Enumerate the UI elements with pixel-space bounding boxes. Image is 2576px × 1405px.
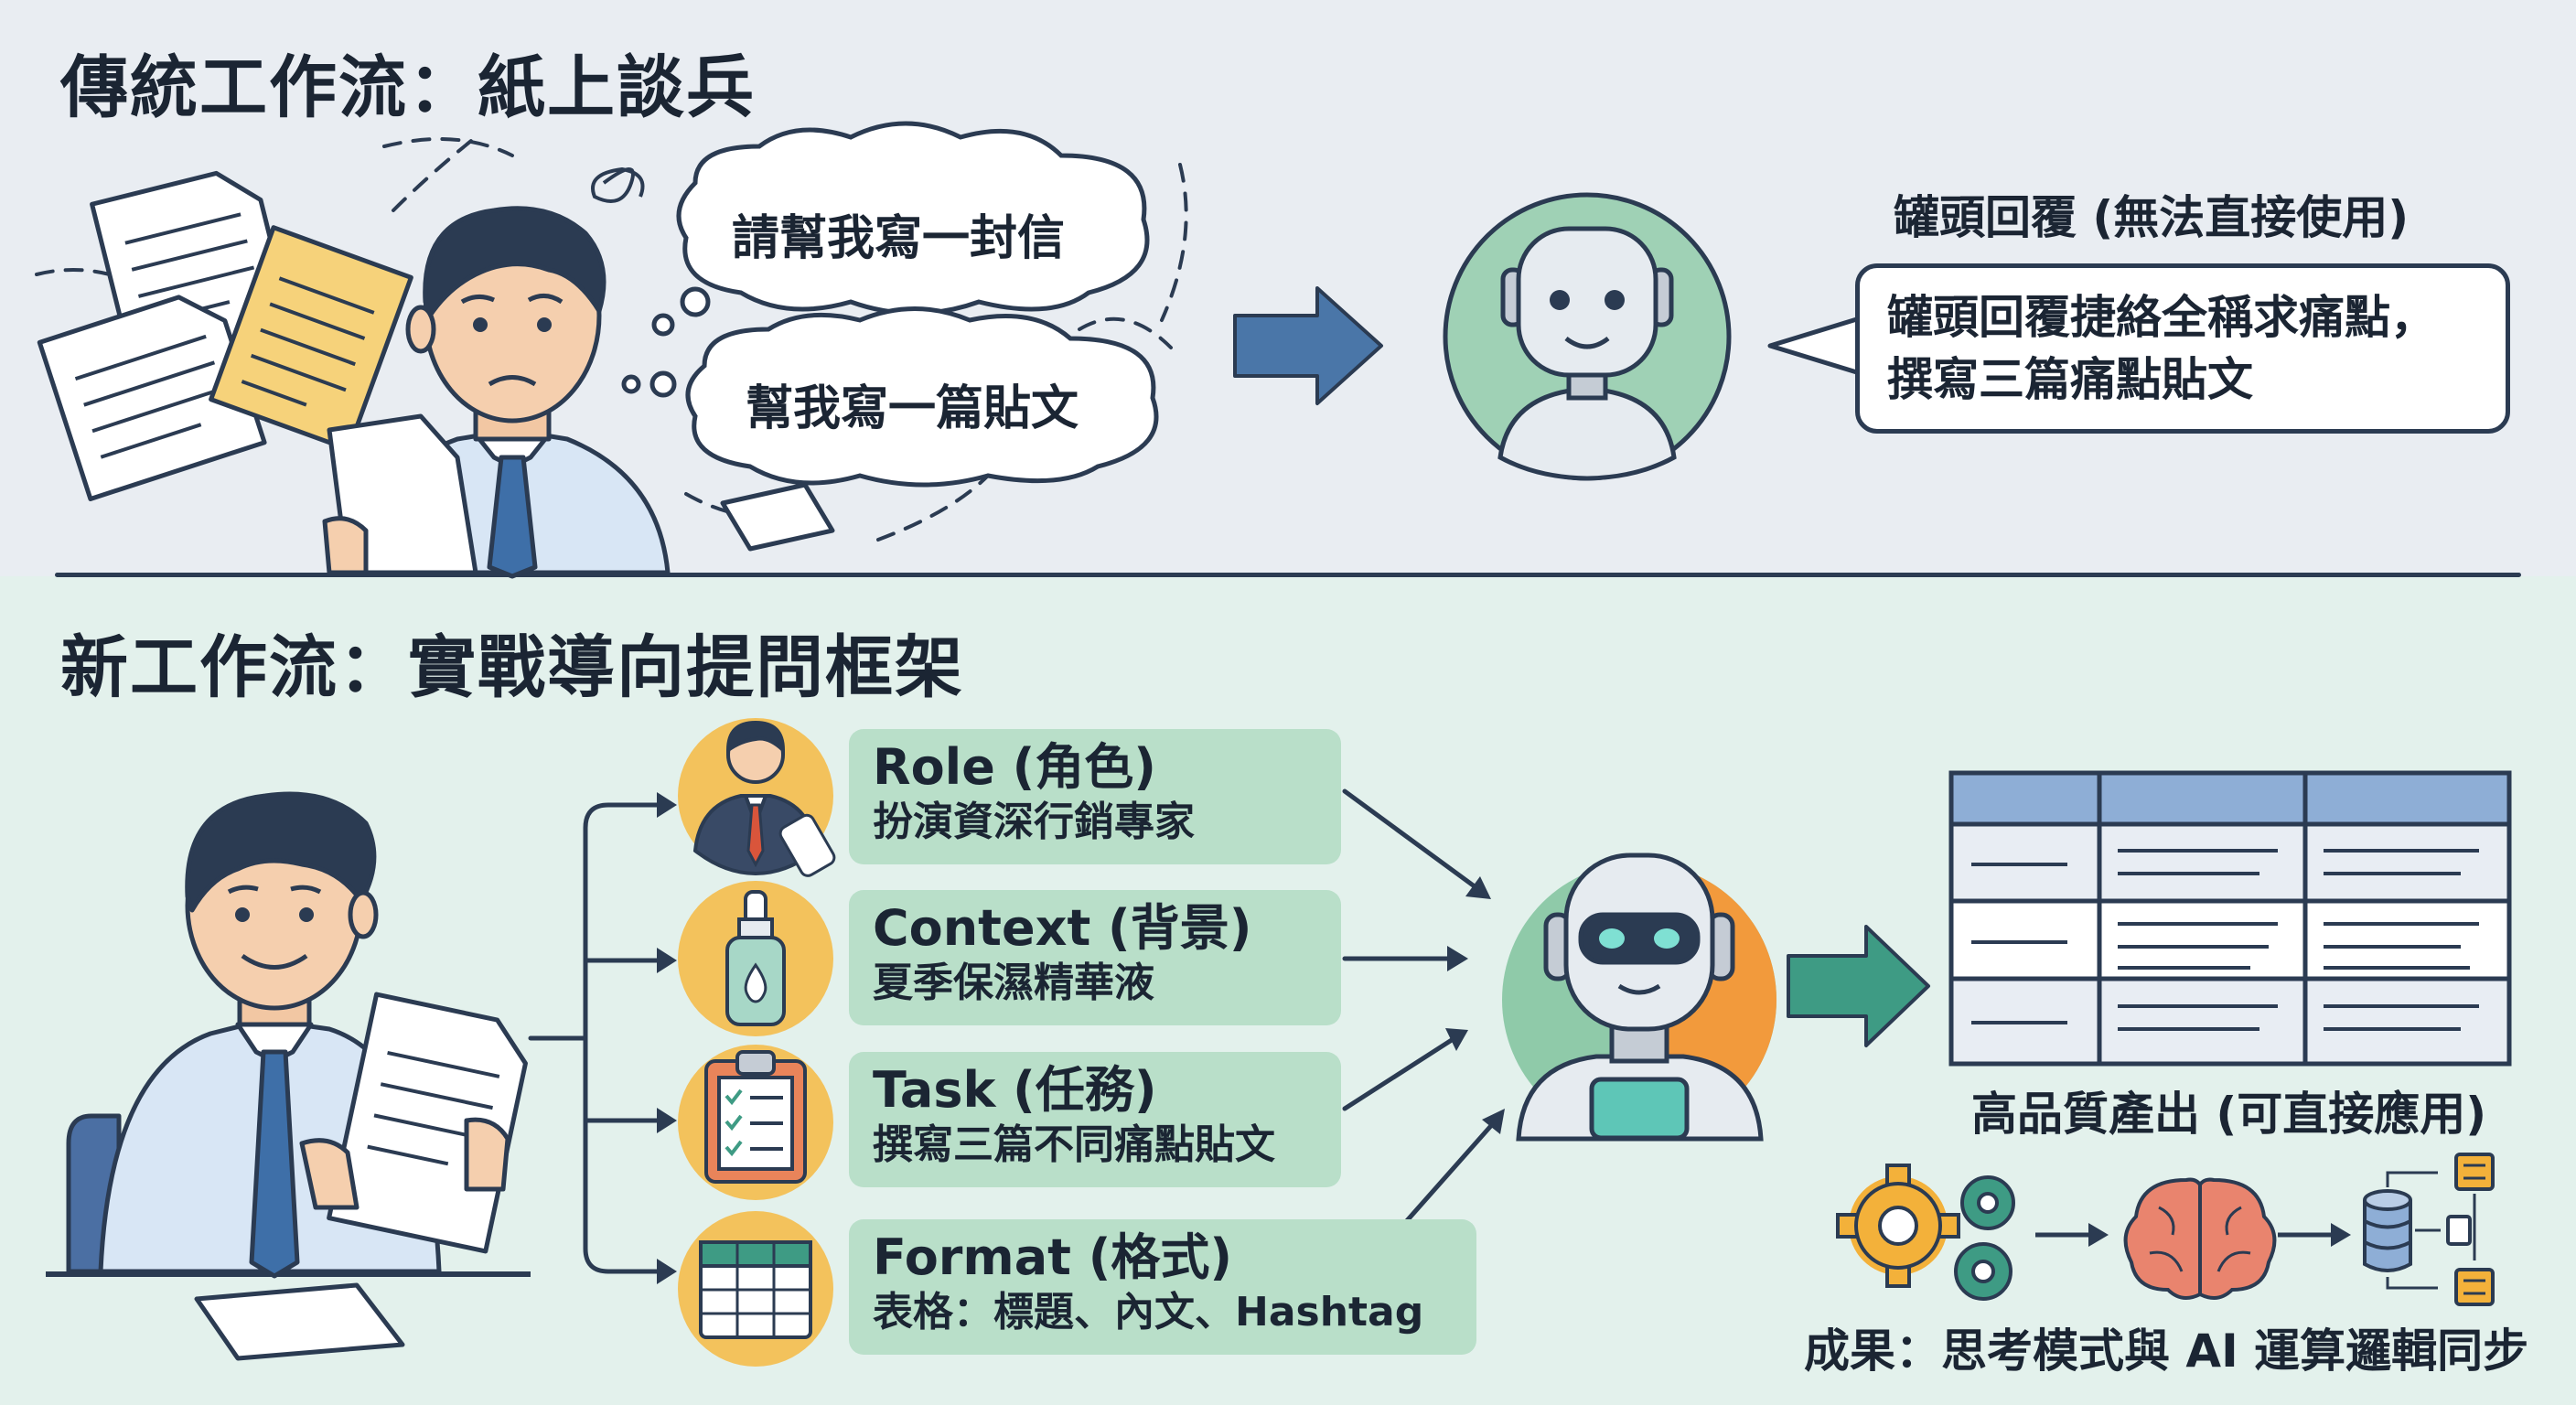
arrow-right-icon — [1787, 925, 1930, 1047]
gear-icon — [1960, 1175, 2015, 1230]
framework-card-desc: 表格：標題、內文、Hashtag — [873, 1289, 1424, 1335]
thought-cloud-text-2: 幫我寫一篇貼文 — [746, 381, 1079, 436]
section-title-framework: 新工作流：實戰導向提問框架 — [60, 628, 964, 707]
stress-scribble-icon — [591, 166, 645, 203]
framework-card-desc: 夏季保濕精華液 — [873, 960, 1154, 1006]
framework-card-title: Format (格式) — [873, 1228, 1233, 1286]
converging-arrowheads — [1445, 876, 1505, 1134]
framework-card-desc: 撰寫三篇不同痛點貼文 — [873, 1121, 1275, 1168]
table-icon — [678, 1211, 833, 1367]
arrow-right-icon — [1233, 286, 1383, 405]
stressed-man-icon — [322, 206, 671, 579]
clipboard-checklist-icon — [678, 1045, 833, 1200]
branch-arrowheads — [657, 792, 677, 1284]
canned-response-line-1: 罐頭回覆捷絡全稱求痛點， — [1887, 291, 2436, 344]
small-arrow-icon — [2278, 1223, 2351, 1247]
framework-card-context: Context (背景) 夏季保濕精華液 — [849, 890, 1341, 1025]
framework-card-role: Role (角色) 扮演資深行銷專家 — [849, 729, 1341, 864]
scattered-papers — [37, 170, 835, 552]
section-title-traditional: 傳統工作流：紙上談兵 — [60, 48, 756, 127]
paper-icon — [37, 295, 267, 502]
serum-bottle-icon — [678, 881, 833, 1036]
output-table-icon — [1948, 770, 2512, 1067]
framework-card-title: Role (角色) — [873, 738, 1156, 796]
yellow-paper-icon — [209, 225, 413, 452]
simple-robot-icon — [1443, 192, 1732, 481]
brain-icon — [2123, 1177, 2277, 1300]
speech-pointer — [1767, 316, 1861, 376]
converging-arrows — [1342, 788, 1498, 1283]
businessman-icon — [678, 718, 836, 877]
advanced-robot-icon — [1502, 853, 1776, 1142]
canned-response-bubble: 罐頭回覆捷絡全稱求痛點， 撰寫三篇痛點貼文 — [1855, 263, 2510, 434]
result-label: 成果：思考模式與 AI 運算邏輯同步 — [1804, 1325, 2529, 1378]
thought-cloud-1 — [676, 121, 1150, 316]
gear-icon — [1836, 1164, 1960, 1288]
thought-clouds — [621, 121, 1159, 488]
branch-connectors — [528, 802, 675, 1274]
canned-response-line-2: 撰寫三篇痛點貼文 — [1887, 353, 2253, 406]
framework-card-title: Context (背景) — [873, 899, 1252, 957]
framework-card-title: Task (任務) — [873, 1061, 1157, 1119]
held-paper-icon — [327, 992, 528, 1254]
small-arrow-icon — [2035, 1223, 2109, 1247]
thought-cloud-text-1: 請幫我寫一封信 — [732, 211, 1066, 266]
framework-card-task: Task (任務) 撰寫三篇不同痛點貼文 — [849, 1052, 1341, 1187]
falling-paper-icon — [720, 482, 835, 552]
gears-icon — [1836, 1164, 2015, 1301]
canned-response-label: 罐頭回覆 (無法直接使用) — [1894, 191, 2410, 244]
desk-paper-icon — [194, 1282, 405, 1361]
gear-icon — [1954, 1242, 2012, 1301]
output-label: 高品質產出 (可直接應用) — [1971, 1088, 2487, 1141]
thought-cloud-2 — [685, 306, 1159, 488]
framework-card-format: Format (格式) 表格：標題、內文、Hashtag — [849, 1219, 1476, 1355]
database-icon — [2363, 1189, 2412, 1272]
framework-card-desc: 扮演資深行銷專家 — [873, 799, 1195, 845]
confident-man-icon — [46, 791, 531, 1361]
database-flow-icon — [2363, 1153, 2495, 1306]
section-divider — [55, 573, 2521, 577]
